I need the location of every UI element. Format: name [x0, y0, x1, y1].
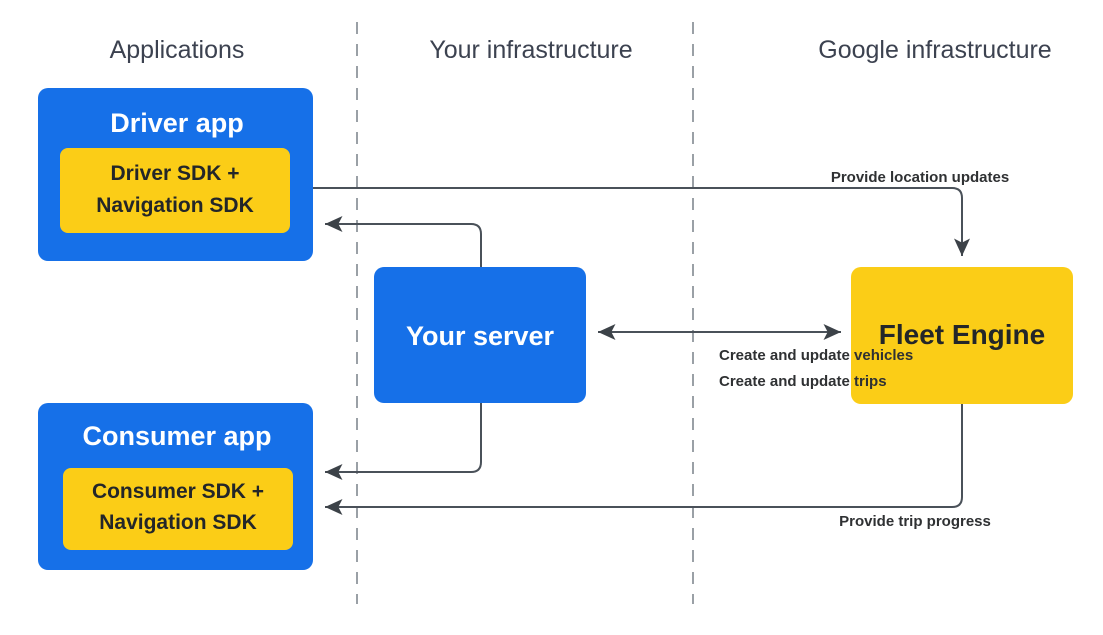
- edge-fleet-engine-to-consumer: [325, 404, 963, 515]
- driver-app-title: Driver app: [110, 108, 244, 138]
- edge-label-create-update-trips: Create and update trips: [719, 373, 887, 390]
- consumer-sdk-box[interactable]: [63, 468, 293, 550]
- node-fleet-engine[interactable]: Fleet Engine: [851, 267, 1073, 404]
- fleet-engine-title: Fleet Engine: [879, 319, 1045, 350]
- zone-header-your-infrastructure: Your infrastructure: [429, 36, 632, 64]
- zone-header-google-infrastructure: Google infrastructure: [818, 36, 1051, 64]
- driver-sdk-label-line1: Driver SDK +: [111, 162, 240, 185]
- edge-label-create-update-vehicles: Create and update vehicles: [719, 347, 913, 364]
- edge-server-to-consumer: [325, 403, 482, 480]
- node-your-server[interactable]: Your server: [374, 267, 586, 403]
- consumer-sdk-label-line2: Navigation SDK: [99, 511, 257, 534]
- edge-driver-to-fleet-engine: [290, 187, 970, 256]
- consumer-app-title: Consumer app: [82, 421, 271, 451]
- node-driver-app[interactable]: Driver app Driver SDK + Navigation SDK: [38, 88, 313, 261]
- node-consumer-app[interactable]: Consumer app Consumer SDK + Navigation S…: [38, 403, 313, 570]
- edge-server-to-driver: [325, 216, 482, 267]
- edge-label-provide-trip-progress: Provide trip progress: [839, 513, 991, 530]
- zone-header-applications: Applications: [110, 36, 245, 64]
- your-server-title: Your server: [406, 321, 555, 351]
- fleet-engine-box[interactable]: [851, 267, 1073, 404]
- driver-sdk-box[interactable]: [60, 148, 290, 233]
- edge-label-provide-location-updates: Provide location updates: [831, 169, 1009, 186]
- consumer-sdk-label-line1: Consumer SDK +: [92, 480, 264, 503]
- driver-sdk-label-line2: Navigation SDK: [96, 194, 254, 217]
- your-server-box[interactable]: [374, 267, 586, 403]
